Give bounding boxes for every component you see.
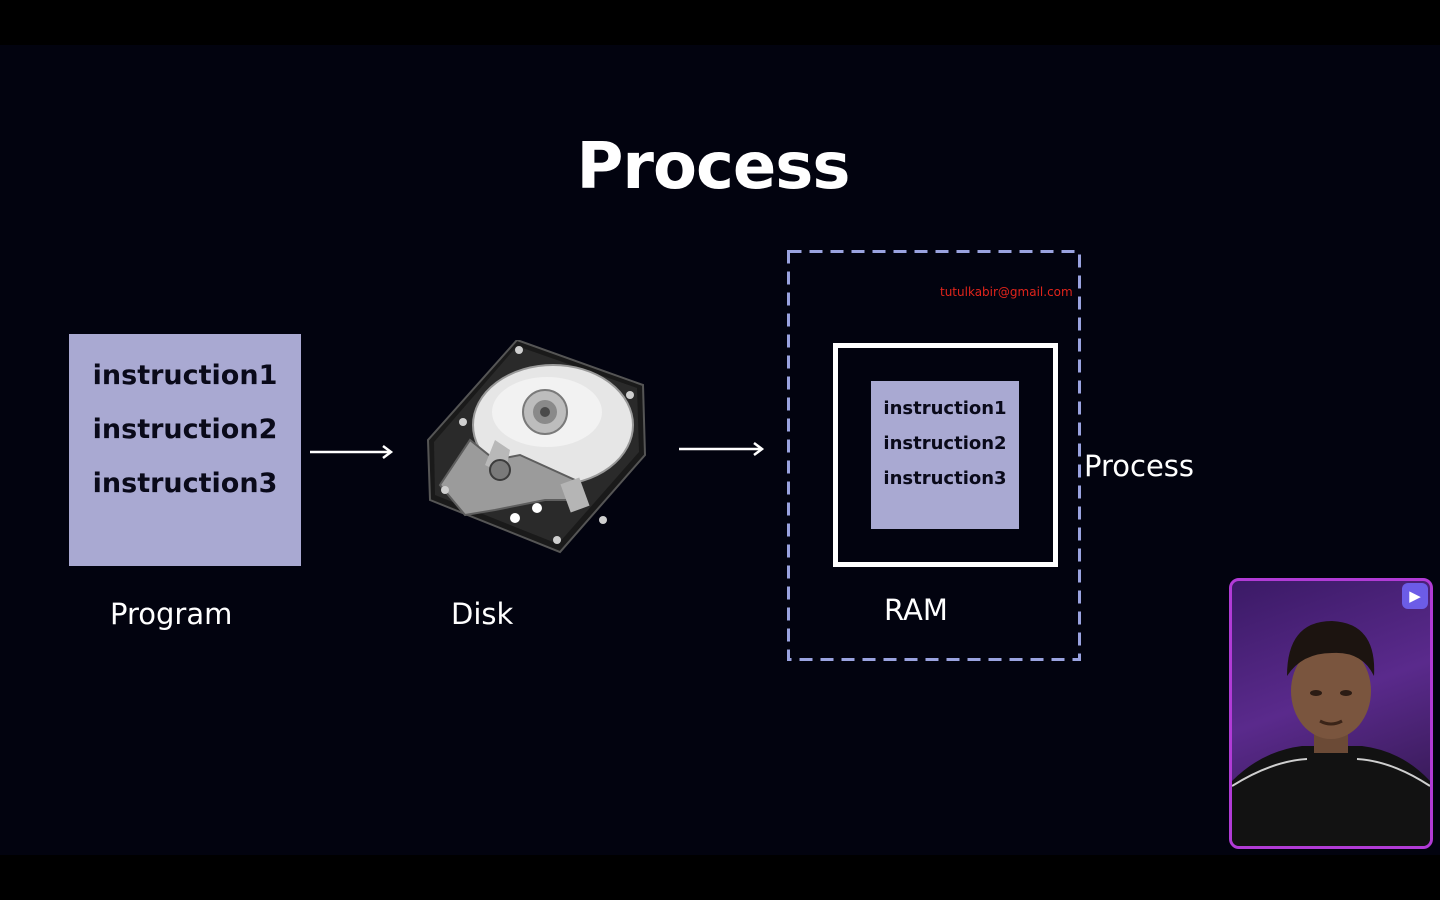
arrow-program-to-disk: [310, 445, 394, 459]
presenter-webcam: ▶: [1229, 578, 1433, 849]
play-badge-icon: ▶: [1402, 583, 1428, 609]
program-instruction: instruction1: [92, 360, 278, 391]
program-instruction: instruction3: [92, 468, 278, 499]
disk-label: Disk: [451, 597, 514, 631]
program-label: Program: [110, 597, 233, 631]
ram-instruction: instruction1: [883, 398, 1007, 419]
ram-instructions-box: instruction1 instruction2 instruction3: [871, 381, 1019, 529]
process-boundary: [787, 250, 1081, 661]
watermark-email: tutulkabir@gmail.com: [940, 285, 1073, 299]
ram-instruction: instruction2: [883, 433, 1007, 454]
process-label: Process: [1084, 449, 1195, 483]
slide-title: Process: [576, 130, 851, 204]
program-box: instruction1 instruction2 instruction3: [69, 334, 301, 566]
arrow-disk-to-ram: [679, 442, 765, 456]
ram-instruction: instruction3: [883, 468, 1007, 489]
ram-label: RAM: [884, 593, 948, 627]
program-instruction: instruction2: [92, 414, 278, 445]
slide: Process instruction1 instruction2 instru…: [0, 45, 1440, 855]
ram-box: [833, 343, 1058, 567]
hard-disk-drive-icon: [426, 340, 647, 554]
presenter-video-icon: [1232, 621, 1430, 846]
